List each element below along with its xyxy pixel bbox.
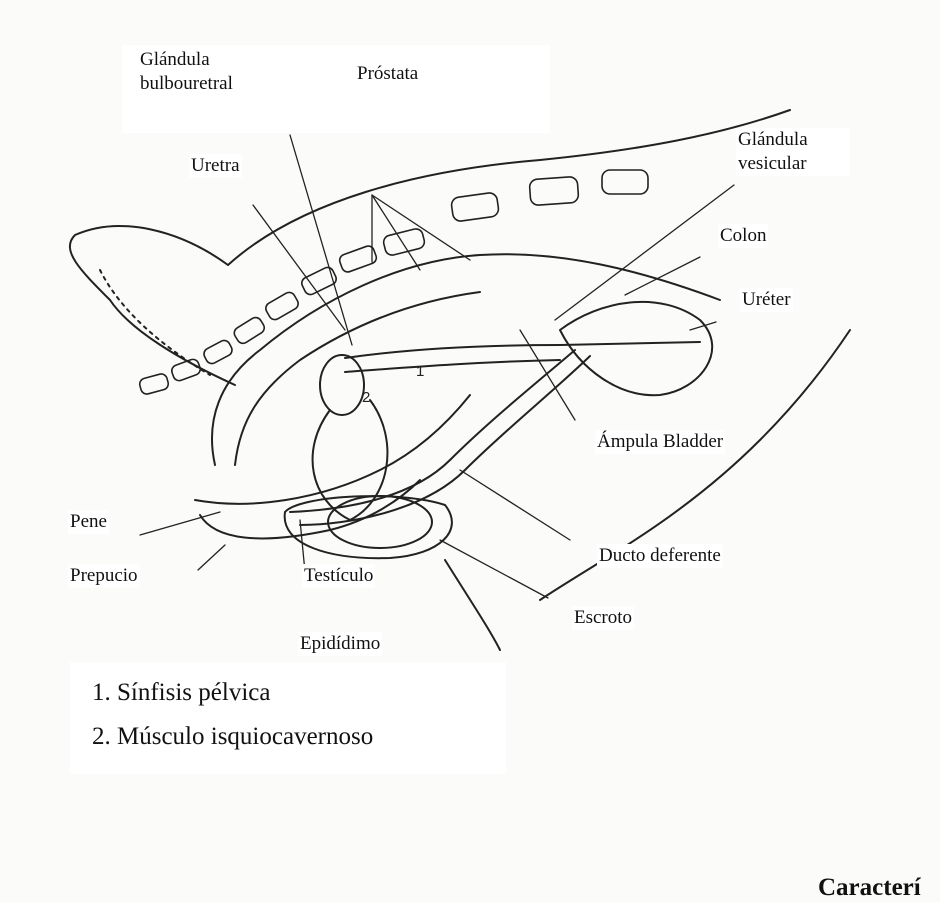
figure-number-1: 1 <box>416 363 424 380</box>
ischiocavernosus-muscle <box>313 400 388 520</box>
label-ducto-deferente: Ducto deferente <box>597 544 723 568</box>
label-prepucio: Prepucio <box>68 564 140 588</box>
label-ureter: Uréter <box>740 288 793 312</box>
label-epididimo: Epidídimo <box>298 632 382 656</box>
urethra-lower <box>345 360 560 372</box>
label-glandula-vesicular: Glándula vesicular <box>736 128 850 176</box>
label-uretra: Uretra <box>189 154 242 178</box>
pelvic-symphysis <box>320 355 364 415</box>
ductus-deferens-2 <box>300 356 590 525</box>
label-colon: Colon <box>718 224 768 248</box>
ductus-deferens <box>290 350 575 512</box>
belly-contour <box>445 560 500 650</box>
legend-item-2: 2. Músculo isquiocavernoso <box>92 722 373 752</box>
bladder-outline <box>560 302 712 395</box>
footer-heading: Caracterí <box>818 874 921 902</box>
prepuce <box>200 480 420 538</box>
label-testiculo: Testículo <box>302 564 375 588</box>
figure-number-2: 2 <box>362 389 370 406</box>
label-ampula-bladder: Ámpula Bladder <box>595 430 725 454</box>
label-escroto: Escroto <box>572 606 634 630</box>
tail-outline <box>70 226 235 385</box>
label-glandula-bulbouretral: Glándula bulbouretral <box>138 48 292 96</box>
back-contour <box>228 110 790 265</box>
vertebrae <box>138 170 648 395</box>
label-pene: Pene <box>68 510 109 534</box>
legend-item-1: 1. Sínfisis pélvica <box>92 678 270 708</box>
label-prostata: Próstata <box>355 62 420 86</box>
urethra <box>345 342 700 358</box>
